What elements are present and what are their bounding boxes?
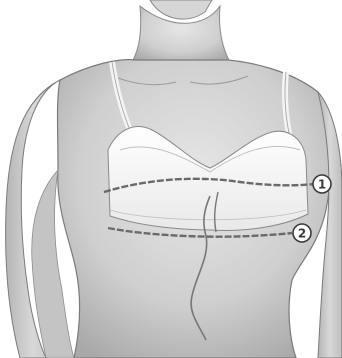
marker-2: 2 (293, 224, 311, 242)
chin (150, 0, 212, 19)
marker-1: 1 (313, 175, 331, 193)
marker-1-label: 1 (318, 178, 326, 192)
marker-2-label: 2 (298, 227, 306, 241)
